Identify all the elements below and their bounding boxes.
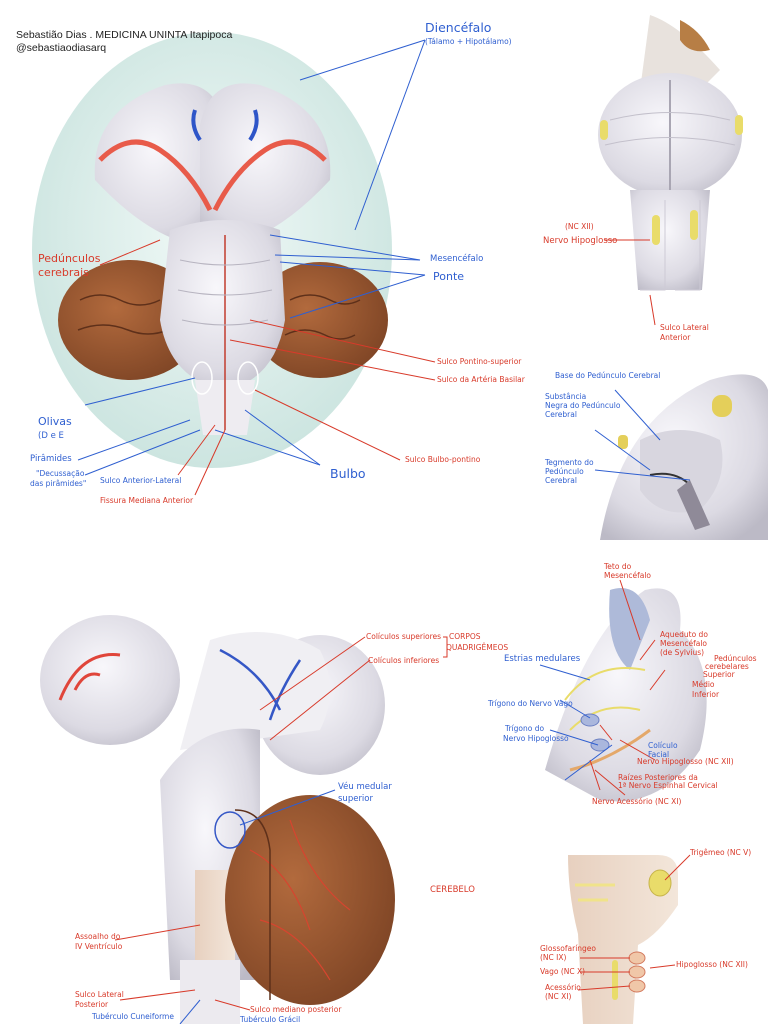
label-piramides: Pirâmides: [30, 454, 72, 464]
label-raizes-posteriores: Raízes Posteriores da: [618, 773, 698, 782]
label-pedunculos: Pedúnculos: [38, 252, 101, 265]
label-sulco-arteria: Sulco da Artéria Basilar: [437, 375, 525, 384]
label-sulco-mediano-posterior: Sulco mediano posterior: [250, 1005, 342, 1014]
label-mesencefalo: Mesencéfalo: [430, 254, 484, 264]
label-substancia: Substância: [545, 392, 587, 401]
label-acessorio-2: (NC XI): [545, 992, 572, 1001]
label-substancia-2: Negra do Pedúnculo: [545, 401, 621, 410]
label-tegmento: Tegmento do: [545, 458, 594, 467]
label-nervo-hipoglosso: Nervo Hipoglosso: [543, 236, 618, 246]
label-coliculos-inferiores: Colículos inferiores: [368, 656, 440, 665]
label-teto-2: Mesencéfalo: [604, 571, 652, 580]
label-assoalho: Assoalho do: [75, 932, 121, 941]
label-decussacao-2: das pirâmides": [30, 479, 87, 488]
posterior-cerebellum-photo: [40, 615, 395, 1024]
label-sulco-lateral-anterior: Sulco Lateral: [660, 323, 709, 332]
label-decussacao: "Decussação: [36, 469, 85, 478]
label-coliculo-facial-2: Facial: [648, 750, 670, 759]
label-olivas: Olivas: [38, 415, 72, 428]
label-quadrigemeos: QUADRIGÊMEOS: [446, 643, 509, 652]
label-tuberculo-cuneiforme: Tubérculo Cuneiforme: [92, 1012, 174, 1021]
label-sulco-lateral-anterior-2: Anterior: [660, 333, 691, 342]
label-hipoglosso-lateral: Hipoglosso (NC XII): [676, 960, 748, 969]
label-glossofaringeo-2: (NC IX): [540, 953, 567, 962]
label-tegmento-2: Pedúnculo: [545, 467, 584, 476]
label-nc12: (NC XII): [565, 222, 594, 231]
label-glossofaringeo: Glossofaríngeo: [540, 944, 597, 953]
label-diencefalo: Diencéfalo: [425, 20, 492, 35]
label-trigemeo: Trigêmeo (NC V): [690, 848, 752, 857]
rotated-brainstem-photo: [545, 588, 707, 802]
label-coliculo-facial: Colículo: [648, 741, 678, 750]
label-ped-inferior: Inferior: [692, 690, 720, 699]
label-trigono-vago: Trígono do Nervo Vago: [488, 699, 573, 708]
label-pedunculos-cerebelares: Pedúnculos: [714, 654, 757, 663]
label-base-pedunculo: Base do Pedúnculo Cerebral: [555, 371, 661, 380]
label-sulco-pontino: Sulco Pontino-superior: [437, 357, 522, 366]
label-raizes-posteriores-2: 1ª Nervo Espinhal Cervical: [618, 781, 718, 790]
blue-leader-lines: [77, 39, 691, 1024]
label-assoalho-2: IV Ventrículo: [75, 942, 123, 951]
label-trigono-hipoglosso-2: Nervo Hipoglosso: [503, 734, 569, 743]
peduncle-section-photo: [598, 374, 768, 540]
label-acessorio: Acessório: [545, 983, 581, 992]
label-sulco-lateral-posterior: Sulco Lateral: [75, 990, 124, 999]
label-aqueduto-2: Mesencéfalo: [660, 639, 708, 648]
label-pedunculos-cerebelares-2: cerebelares: [705, 662, 749, 671]
red-leader-lines: [99, 239, 691, 1011]
label-cerebelo: CEREBELO: [430, 885, 475, 895]
label-bulbo: Bulbo: [330, 466, 366, 481]
label-tegmento-3: Cerebral: [545, 476, 577, 485]
label-substancia-3: Cerebral: [545, 410, 577, 419]
label-fissura-mediana: Fissura Mediana Anterior: [100, 496, 194, 505]
anterior-brainstem-photo: [32, 32, 392, 468]
label-ped-superior: Superior: [703, 670, 735, 679]
label-ponte: Ponte: [433, 270, 465, 283]
posterior-model-photo: [598, 15, 743, 291]
label-teto: Teto do: [604, 562, 632, 571]
label-tuberculo-gracil: Tubérculo Grácil: [240, 1015, 301, 1024]
author-handle: @sebastiaodiasarq: [16, 42, 107, 54]
label-vago: Vago (NC X): [540, 967, 586, 976]
label-veu-medular: Véu medular: [338, 782, 392, 792]
label-sulco-bulbo-pontino: Sulco Bulbo-pontino: [405, 455, 481, 464]
lateral-brainstem-photo: [568, 855, 678, 1024]
label-ped-medio: Médio: [692, 680, 715, 689]
label-veu-medular-2: superior: [338, 794, 373, 804]
label-nervo-acessorio: Nervo Acessório (NC XI): [592, 797, 682, 806]
label-corpos: CORPOS: [449, 632, 481, 641]
label-olivas-2: (D e E: [38, 431, 64, 441]
label-sulco-lateral-posterior-2: Posterior: [75, 1000, 109, 1009]
label-trigono-hipoglosso: Trígono do: [505, 724, 545, 733]
label-coliculos-superiores: Colículos superiores: [366, 632, 442, 641]
label-estrias-medulares: Estrias medulares: [504, 654, 581, 664]
author-credit: Sebastião Dias . MEDICINA UNINTA Itapipo…: [16, 29, 233, 41]
label-nervo-hipoglosso-posterior: Nervo Hipoglosso (NC XII): [637, 757, 734, 766]
label-diencefalo-sub: (Tálamo + Hipotálamo): [425, 37, 512, 46]
label-pedunculos-2: cerebrais: [38, 266, 89, 279]
label-aqueduto-3: (de Sylvius): [660, 648, 705, 657]
label-sulco-anterior-lateral: Sulco Anterior-Lateral: [100, 476, 182, 485]
label-aqueduto: Aqueduto do: [660, 630, 708, 639]
